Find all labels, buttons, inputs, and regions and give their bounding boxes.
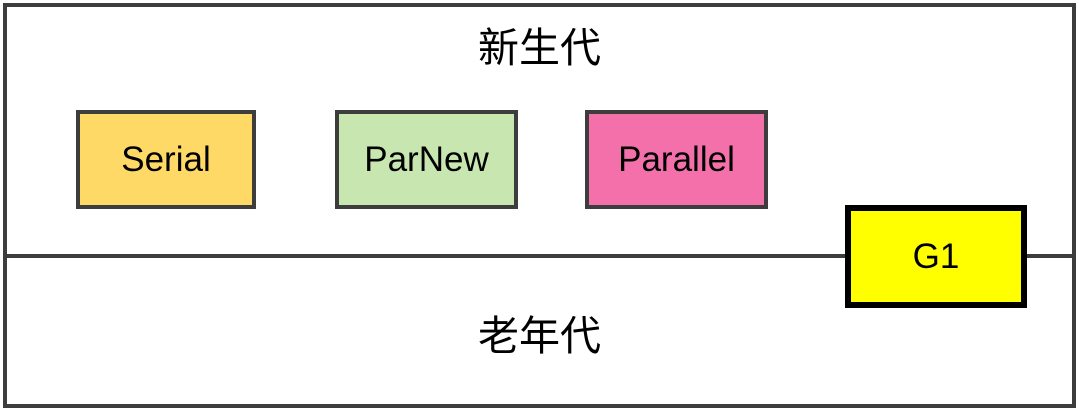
collector-label-g1: G1 bbox=[912, 237, 960, 276]
generation-divider bbox=[3, 254, 1076, 258]
old-generation-label: 老年代 bbox=[478, 313, 601, 359]
collector-box-parnew[interactable]: ParNew bbox=[335, 110, 518, 209]
collector-box-parallel[interactable]: Parallel bbox=[585, 110, 768, 209]
collector-box-serial[interactable]: Serial bbox=[76, 110, 256, 209]
young-generation-label: 新生代 bbox=[478, 25, 601, 71]
heap-outline bbox=[3, 3, 1076, 408]
collector-label-parnew: ParNew bbox=[364, 140, 489, 179]
collector-label-parallel: Parallel bbox=[618, 140, 735, 179]
collector-box-g1[interactable]: G1 bbox=[845, 205, 1027, 308]
collector-label-serial: Serial bbox=[121, 140, 211, 179]
